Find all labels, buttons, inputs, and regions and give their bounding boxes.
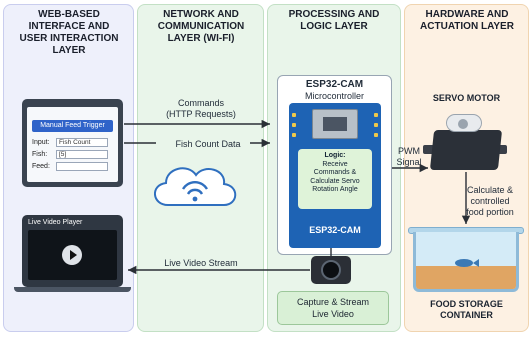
logic-title: Logic:	[324, 152, 346, 159]
logic-line: Commands &	[313, 169, 357, 176]
board-label: ESP32-CAM	[309, 225, 361, 235]
live-video-stream-label: Live Video Stream	[164, 258, 238, 268]
live-video-player: Live Video Player	[22, 215, 123, 287]
camera-icon	[311, 256, 351, 284]
calc-label: controlled	[470, 196, 510, 206]
input-field[interactable]: Fish Count	[56, 138, 108, 147]
play-icon[interactable]	[62, 245, 82, 265]
feed-field[interactable]	[56, 162, 108, 171]
web-layer-title: WEB-BASED INTERFACE AND USER INTERACTION…	[19, 9, 119, 56]
wifi-cloud-icon	[154, 167, 237, 206]
hardware-layer-title: HARDWARE AND ACTUATION LAYER	[420, 9, 514, 32]
feed-label: Feed:	[32, 163, 50, 170]
logic-line: Calculate Servo	[310, 177, 360, 185]
esp32-board: Logic: Receive Commands & Calculate Serv…	[289, 103, 381, 248]
web-form-screen: Manual Feed Trigger Input: Fish Count Fi…	[27, 107, 118, 182]
fish-label: Fish:	[32, 151, 48, 158]
servo-motor-title: SERVO MOTOR	[432, 93, 501, 103]
container-line: FOOD STORAGE	[430, 299, 503, 309]
logic-line: Rotation Angle	[312, 186, 358, 193]
network-layer-title: NETWORK AND COMMUNICATION LAYER (WI-FI)	[157, 9, 245, 44]
fish-count-data-label: Fish Count Data	[175, 139, 241, 149]
processing-layer-title: PROCESSING AND LOGIC LAYER	[288, 9, 380, 32]
input-label: Input:	[32, 139, 50, 146]
logic-line: Receive	[322, 160, 348, 168]
wifi-chip	[312, 109, 358, 139]
web-form-monitor: Manual Feed Trigger Input: Fish Count Fi…	[22, 99, 123, 187]
http-requests-label: (HTTP Requests)	[166, 109, 236, 119]
mcu-title: ESP32-CAM	[305, 79, 364, 90]
manual-feed-trigger-button[interactable]: Manual Feed Trigger	[32, 120, 113, 132]
calc-label: Calculate &	[466, 185, 514, 195]
video-player-title: Live Video Player	[28, 219, 83, 226]
laptop-base	[14, 287, 131, 292]
video-screen	[28, 230, 117, 280]
capture-line: Live Video	[312, 309, 354, 319]
network-layer-panel	[137, 4, 264, 332]
calc-label: food portion	[466, 207, 514, 217]
signal-label: Signal	[396, 157, 422, 167]
capture-stream-box: Capture & Stream Live Video	[277, 291, 389, 325]
pwm-label: PWM	[398, 146, 420, 156]
fish-icon	[455, 259, 479, 267]
logic-box: Logic: Receive Commands & Calculate Serv…	[298, 149, 372, 209]
capture-line: Capture & Stream	[296, 297, 370, 307]
commands-label: Commands	[177, 98, 224, 108]
fish-field[interactable]: [5]	[56, 150, 108, 159]
fish-food	[416, 266, 516, 289]
mcu-subtitle: Microcontroller	[304, 91, 364, 101]
food-storage-title: FOOD STORAGE CONTAINER	[404, 299, 529, 321]
servo-hub	[458, 119, 468, 129]
container-line: CONTAINER	[440, 310, 493, 320]
